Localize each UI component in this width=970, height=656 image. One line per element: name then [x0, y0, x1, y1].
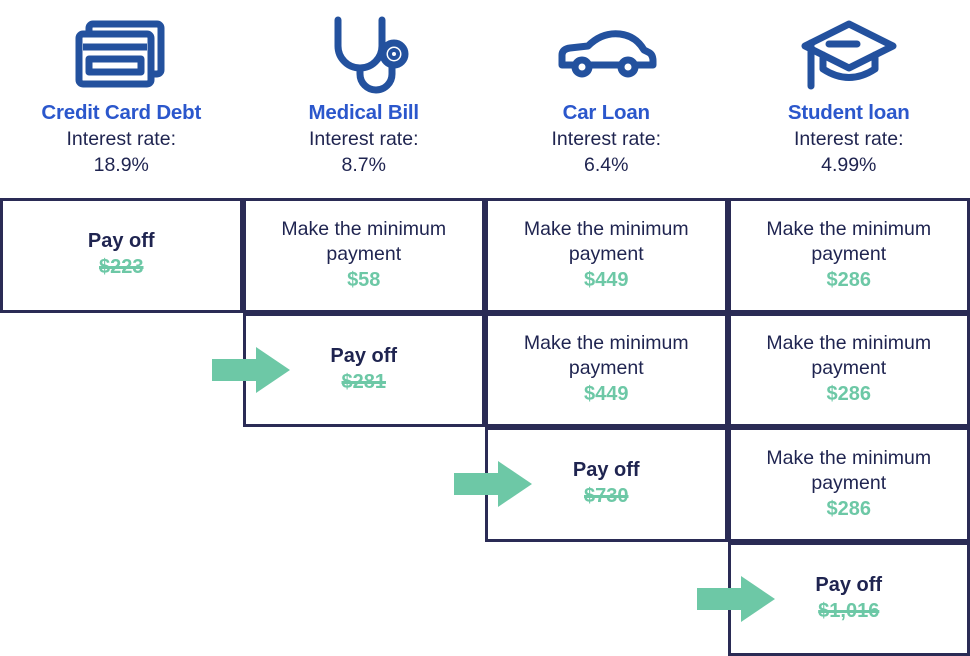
cell-amount: $281 [342, 369, 387, 396]
grid-cell: Pay off$223 [0, 198, 243, 313]
cell-amount: $1,016 [818, 598, 879, 625]
cell-amount: $223 [99, 254, 144, 281]
cell-action-payoff: Pay off [330, 344, 397, 369]
grid-cell: Make the minimum payment$286 [728, 198, 970, 313]
grid-cell: Make the minimum payment$286 [728, 427, 970, 542]
interest-rate-label: Interest rate: [552, 126, 661, 152]
cell-action-minimum: Make the minimum payment [740, 331, 958, 381]
cell-amount: $286 [827, 496, 872, 523]
cell-amount: $449 [584, 381, 629, 408]
grid-cell: Make the minimum payment$286 [728, 313, 970, 428]
cell-action-minimum: Make the minimum payment [497, 331, 715, 381]
arrow-row-4 [697, 576, 775, 622]
graduation-cap-icon [799, 8, 899, 100]
cell-action-minimum: Make the minimum payment [740, 217, 958, 267]
debt-column-credit-card-debt: Credit Card Debt Interest rate: 18.9% [0, 0, 243, 197]
grid-cell: Make the minimum payment$449 [485, 198, 728, 313]
debt-header: Credit Card Debt Interest rate: 18.9% Me… [0, 0, 970, 197]
grid-cell: Make the minimum payment$449 [485, 313, 728, 428]
cell-amount: $286 [827, 381, 872, 408]
car-icon [554, 8, 658, 100]
interest-rate-value: 18.9% [94, 152, 149, 179]
debt-title: Credit Card Debt [41, 100, 201, 126]
stethoscope-icon [316, 8, 412, 100]
debt-column-car-loan: Car Loan Interest rate: 6.4% [485, 0, 728, 197]
cell-action-payoff: Pay off [573, 458, 640, 483]
credit-cards-icon [73, 8, 169, 100]
cell-action-minimum: Make the minimum payment [255, 217, 473, 267]
cell-action-payoff: Pay off [815, 573, 882, 598]
cell-action-payoff: Pay off [88, 229, 155, 254]
interest-rate-label: Interest rate: [309, 126, 418, 152]
debt-title: Student loan [788, 100, 910, 126]
cell-amount: $449 [584, 267, 629, 294]
arrow-row-2 [212, 347, 290, 393]
debt-title: Car Loan [563, 100, 650, 126]
interest-rate-value: 8.7% [342, 152, 386, 179]
debt-column-student-loan: Student loan Interest rate: 4.99% [728, 0, 970, 197]
grid-cell: Make the minimum payment$58 [243, 198, 486, 313]
cell-amount: $286 [827, 267, 872, 294]
interest-rate-value: 6.4% [584, 152, 628, 179]
debt-column-medical-bill: Medical Bill Interest rate: 8.7% [243, 0, 486, 197]
debt-title: Medical Bill [309, 100, 419, 126]
interest-rate-label: Interest rate: [794, 126, 903, 152]
interest-rate-value: 4.99% [821, 152, 876, 179]
cell-amount: $58 [347, 267, 380, 294]
arrow-row-3 [454, 461, 532, 507]
cell-amount: $730 [584, 483, 629, 510]
cell-action-minimum: Make the minimum payment [740, 446, 958, 496]
interest-rate-label: Interest rate: [67, 126, 176, 152]
cell-action-minimum: Make the minimum payment [497, 217, 715, 267]
